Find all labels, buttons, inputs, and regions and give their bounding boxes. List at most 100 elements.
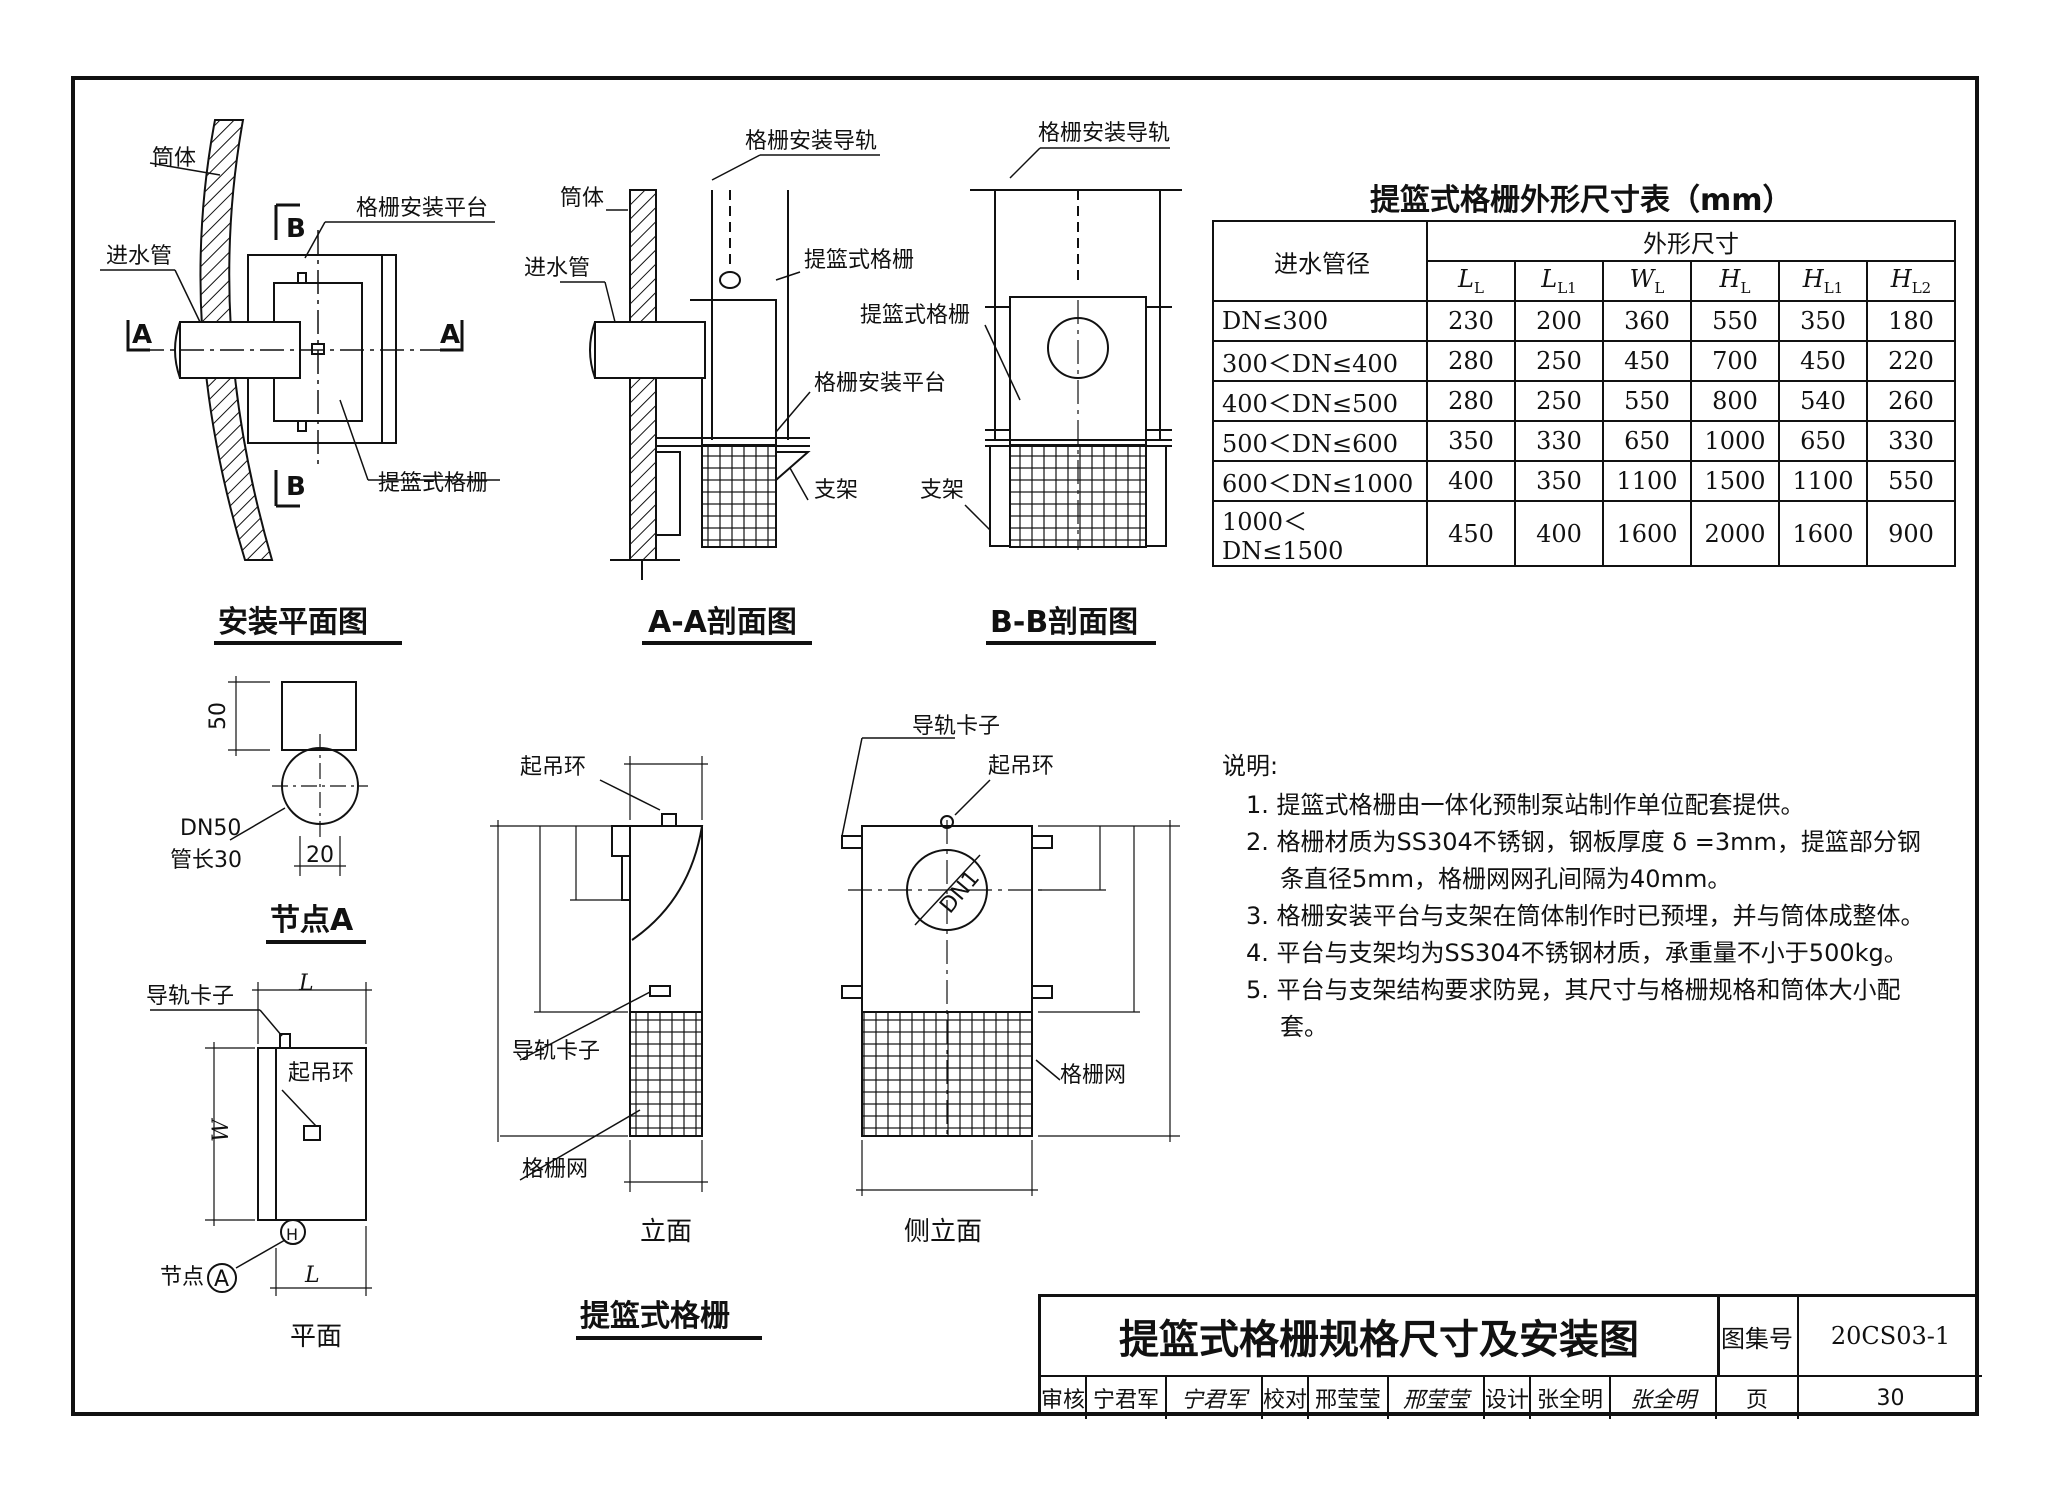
table-cell: 450 <box>1426 500 1516 567</box>
table-cell: 280 <box>1426 380 1516 422</box>
basket-plan <box>150 982 372 1296</box>
table-row-header: 进水管径 <box>1212 220 1428 302</box>
table-cell-dn: 500＜DN≤600 <box>1212 420 1428 462</box>
table-cell: 400 <box>1426 460 1516 502</box>
elev-clip: 导轨卡子 <box>512 1039 600 1064</box>
table-cell: 280 <box>1426 340 1516 382</box>
table-cell: 650 <box>1778 420 1868 462</box>
table-cell-dn: DN≤300 <box>1212 300 1428 342</box>
node-a-dim50: 50 <box>206 702 231 730</box>
table-cell: 230 <box>1426 300 1516 342</box>
table-title: 提篮式格栅外形尺寸表（mm） <box>1370 183 1793 218</box>
drawing-title: 提篮式格栅规格尺寸及安装图 <box>1041 1297 1720 1377</box>
plan-sec-a-right: A <box>440 320 460 350</box>
side-elevation <box>841 737 1180 1196</box>
node-a <box>228 676 368 876</box>
table-cell: 900 <box>1866 500 1956 567</box>
elevation <box>490 756 708 1192</box>
table-col-header: HL <box>1690 260 1780 302</box>
basket-plan-ring: 起吊环 <box>288 1061 354 1086</box>
note-item: 2. 格栅材质为SS304不锈钢，钢板厚度 δ =3mm，提篮部分钢条直径5mm… <box>1246 828 1921 893</box>
reviewer-signature: 宁君军 <box>1167 1377 1263 1419</box>
table-group-header: 外形尺寸 <box>1426 220 1956 262</box>
table-cell: 330 <box>1514 420 1604 462</box>
side-ring: 起吊环 <box>988 754 1054 779</box>
basket-plan-ll: L <box>298 971 314 996</box>
table-col-header: WL <box>1602 260 1692 302</box>
table-cell: 1500 <box>1690 460 1780 502</box>
elev-mesh: 格栅网 <box>522 1157 588 1182</box>
table-col-header: LL <box>1426 260 1516 302</box>
basket-plan-circle-mark: H <box>286 1225 298 1244</box>
plan-sec-b-bottom: B <box>286 472 306 502</box>
table-cell: 250 <box>1514 380 1604 422</box>
elev-ring: 起吊环 <box>520 755 586 780</box>
table-cell-dn: 400＜DN≤500 <box>1212 380 1428 422</box>
table-cell: 1600 <box>1778 500 1868 567</box>
node-a-dim20: 20 <box>306 843 334 868</box>
bb-grate-label: 提篮式格栅 <box>860 303 970 328</box>
review-label: 审核 <box>1041 1377 1087 1419</box>
node-a-pipe: DN50 <box>180 816 241 841</box>
basket-plan-node: 节点 <box>160 1265 204 1290</box>
table-cell-dn: 600＜DN≤1000 <box>1212 460 1428 502</box>
table-cell: 450 <box>1778 340 1868 382</box>
atlas-label: 图集号 <box>1717 1297 1799 1377</box>
notes: 说明: 1. 提篮式格栅由一体化预制泵站制作单位配套提供。 2. 格栅材质为SS3… <box>1222 748 1942 1046</box>
table-cell: 350 <box>1514 460 1604 502</box>
table-cell: 1100 <box>1602 460 1692 502</box>
section-bb <box>964 147 1182 550</box>
note-item: 3. 格栅安装平台与支架在筒体制作时已预埋，并与筒体成整体。 <box>1246 902 1925 930</box>
atlas-number: 20CS03-1 <box>1799 1297 1982 1377</box>
title-block: 提篮式格栅规格尺寸及安装图 图集号 20CS03-1 审核 宁君军 宁君军 校对… <box>1038 1294 1982 1419</box>
side-dn: DN1 <box>935 866 985 918</box>
side-mesh: 格栅网 <box>1060 1063 1126 1088</box>
table-cell: 350 <box>1778 300 1868 342</box>
side-title: 侧立面 <box>904 1217 982 1247</box>
table-cell: 250 <box>1514 340 1604 382</box>
section-aa <box>560 154 880 580</box>
table-cell: 200 <box>1514 300 1604 342</box>
plan-view <box>100 119 500 561</box>
bb-title: B-B剖面图 <box>990 605 1138 640</box>
table-cell: 360 <box>1602 300 1692 342</box>
plan-sec-a-left: A <box>132 320 152 350</box>
plan-view-title: 安装平面图 <box>218 605 368 640</box>
note-item: 4. 平台与支架均为SS304不锈钢材质，承重量不小于500kg。 <box>1246 939 1908 967</box>
note-item: 1. 提篮式格栅由一体化预制泵站制作单位配套提供。 <box>1246 791 1805 819</box>
basket-plan-ll1: L <box>304 1263 320 1288</box>
table-cell: 180 <box>1866 300 1956 342</box>
elev-title: 立面 <box>640 1217 692 1247</box>
table-cell: 400 <box>1514 500 1604 567</box>
plan-shell-label: 筒体 <box>152 146 196 171</box>
designer: 张全明 <box>1531 1377 1611 1419</box>
bb-support-label: 支架 <box>920 478 964 503</box>
checker-signature: 邢莹莹 <box>1389 1377 1485 1419</box>
table-cell: 220 <box>1866 340 1956 382</box>
bb-rail-label: 格栅安装导轨 <box>1038 121 1170 146</box>
table-cell: 1100 <box>1778 460 1868 502</box>
basket-plan-node-mark: A <box>214 1267 229 1292</box>
check-label: 校对 <box>1263 1377 1309 1419</box>
basket-plan-wl: W <box>209 1117 234 1142</box>
table-cell: 650 <box>1602 420 1692 462</box>
table-cell: 350 <box>1426 420 1516 462</box>
basket-plan-title: 平面 <box>290 1322 342 1352</box>
table-cell: 800 <box>1690 380 1780 422</box>
node-a-pipe-len: 管长30 <box>170 848 242 873</box>
table-cell: 550 <box>1690 300 1780 342</box>
node-a-title: 节点A <box>270 903 354 938</box>
aa-shell-label: 筒体 <box>560 186 604 211</box>
table-cell: 2000 <box>1690 500 1780 567</box>
table-col-header: HL2 <box>1866 260 1956 302</box>
notes-heading: 说明: <box>1222 752 1279 780</box>
page-label: 页 <box>1717 1377 1799 1419</box>
table-cell-dn: 1000＜DN≤1500 <box>1212 500 1428 567</box>
